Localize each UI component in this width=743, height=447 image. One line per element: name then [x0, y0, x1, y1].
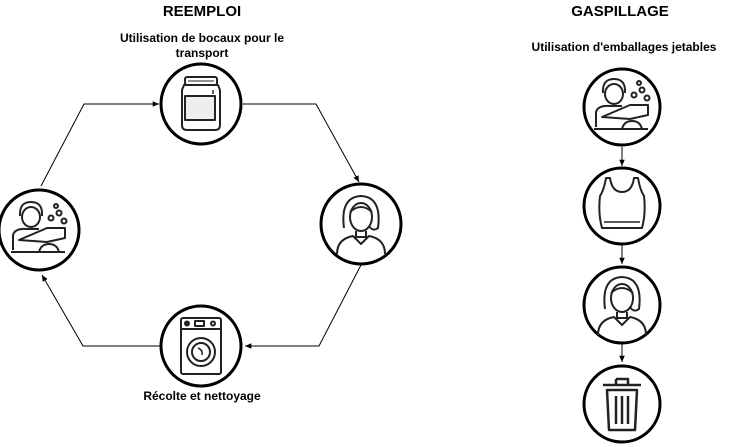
- jar-icon: [181, 76, 221, 131]
- plastic-bag-icon: [598, 177, 646, 229]
- node-woman-reemploi: [319, 182, 403, 266]
- edge-producer-to-jar: [40, 101, 159, 187]
- gaspillage-title: GASPILLAGE: [571, 3, 669, 20]
- gaspillage-label: Utilisation d'emballages jetables: [531, 40, 717, 54]
- node-producer-gaspillage: [582, 67, 662, 147]
- producer-icon: [594, 78, 651, 130]
- node-washing-machine: [159, 304, 243, 388]
- washing-machine-icon: [180, 317, 222, 375]
- node-woman-gaspillage: [582, 265, 662, 345]
- trash-bin-icon: [603, 377, 641, 432]
- reemploi-bottom-label: Récolte et nettoyage: [143, 389, 261, 403]
- edge-washer-to-producer: [41, 274, 160, 347]
- edge-jar-to-woman: [243, 103, 360, 183]
- node-jar: [159, 62, 243, 146]
- woman-icon: [336, 195, 386, 255]
- reemploi-top-label: Utilisation de bocaux pour le transport: [119, 31, 285, 60]
- woman-icon: [597, 276, 647, 336]
- reemploi-cycle: [40, 101, 362, 349]
- node-plastic-bag: [582, 166, 662, 246]
- reemploi-title: REEMPLOI: [162, 3, 242, 20]
- node-producer-reemploi: [0, 188, 81, 272]
- edge-woman-to-washer: [245, 264, 362, 349]
- node-trash-bin: [582, 364, 662, 444]
- producer-icon: [11, 201, 68, 253]
